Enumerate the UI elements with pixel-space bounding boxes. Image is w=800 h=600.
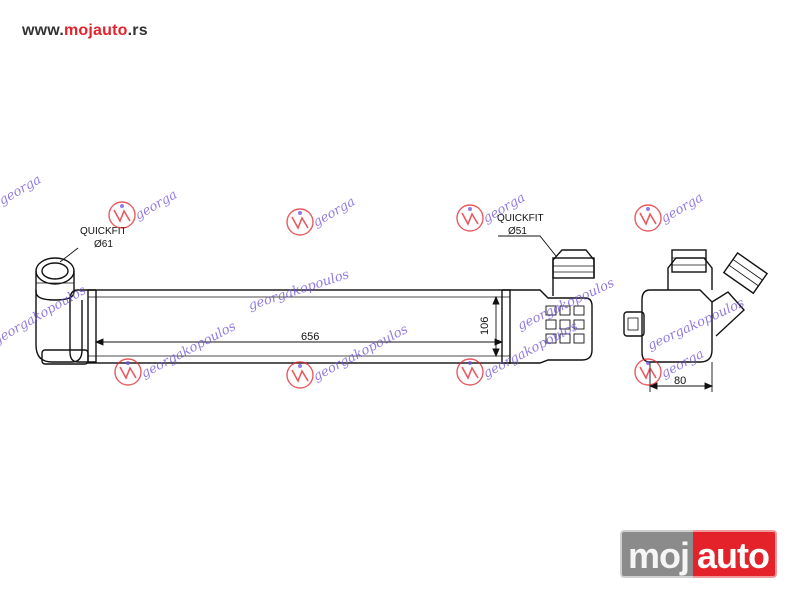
watermark-text: georgakopoulos [311, 322, 411, 385]
site-url-prefix: www. [22, 22, 64, 39]
watermark-text: georga [0, 172, 44, 208]
right-quickfit [552, 257, 595, 279]
watermark-text: georgakopoulos [645, 296, 747, 354]
watermark-text: georga [659, 190, 706, 226]
length-dimension: 656 [301, 331, 319, 343]
left-inlet-pipe [35, 290, 83, 363]
watermark-logo-icon [456, 204, 484, 232]
height-dimension: 106 [479, 317, 491, 335]
site-url-brand: mojauto [64, 22, 128, 39]
side-body [641, 289, 713, 363]
intercooler-front-view [35, 249, 595, 365]
logo-part-a: moj [620, 530, 694, 578]
dimension-lines [59, 235, 714, 392]
site-url-suffix: .rs [127, 22, 148, 39]
watermark-logo-icon [108, 201, 136, 229]
left-quickfit-inner [41, 262, 69, 280]
side-bracket [623, 311, 645, 337]
right-end-tank [502, 289, 593, 364]
watermark-text: georgakopoulos [139, 319, 239, 382]
watermark-logo-icon [634, 358, 662, 386]
core-body [87, 289, 511, 364]
watermark-logo-icon [114, 358, 142, 386]
watermark-logo-icon [286, 208, 314, 236]
left-fitting-label: QUICKFIT [80, 226, 127, 237]
side-angled-fitting [722, 251, 769, 295]
watermark-logo-icon [286, 361, 314, 389]
logo-part-b: auto [693, 530, 778, 578]
site-url[interactable]: www.mojauto.rs [22, 22, 148, 40]
watermark-logo-icon [634, 204, 662, 232]
depth-dimension: 80 [674, 375, 686, 387]
watermark-text: georgakopoulos [0, 283, 89, 349]
right-fitting-size: Ø51 [508, 226, 527, 237]
watermark-logo-icon [456, 358, 484, 386]
left-fitting-size: Ø61 [94, 239, 113, 250]
watermark-text: georga [311, 194, 358, 230]
right-fitting-label: QUICKFIT [497, 213, 544, 224]
intercooler-side-view [623, 249, 769, 363]
side-top-fitting [671, 249, 707, 273]
watermark-text: georga [133, 187, 180, 223]
